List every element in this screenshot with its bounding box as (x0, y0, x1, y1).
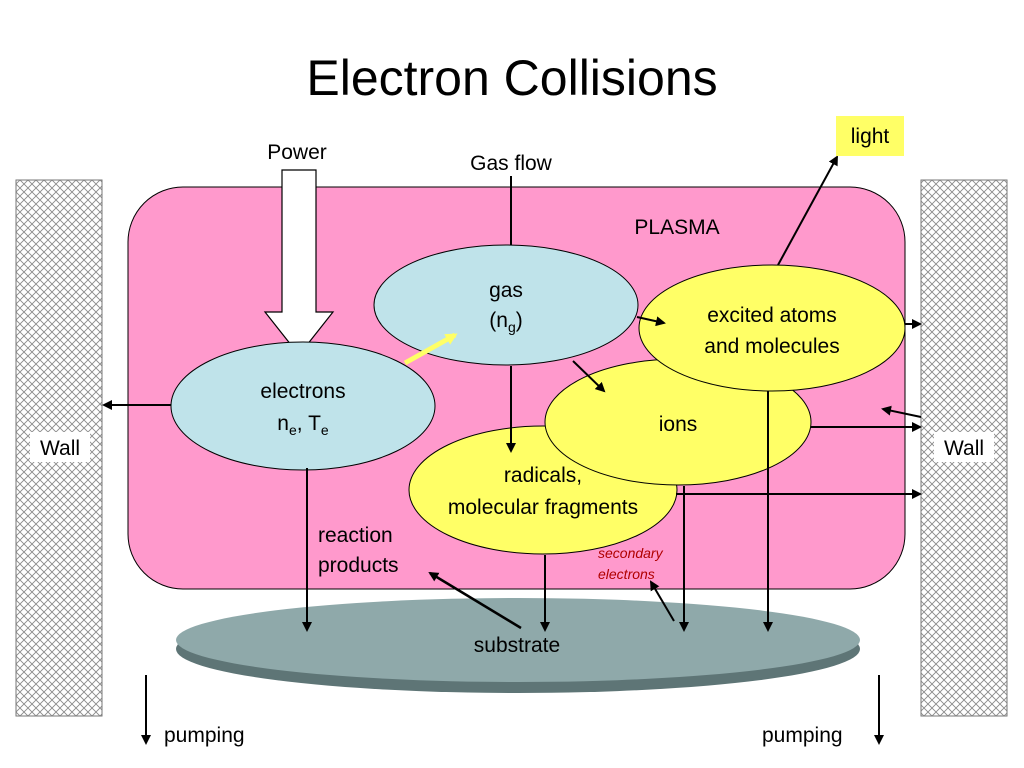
excitation-arrow (403, 332, 458, 366)
reaction-products-label-2: products (318, 554, 399, 577)
pumping-right-label: pumping (762, 724, 843, 747)
wall-left-label: Wall (40, 437, 80, 460)
electrons-label-1: electrons (260, 380, 345, 403)
secondary-electrons-label-1: secondary (598, 545, 664, 561)
light-arrow (777, 155, 838, 266)
wall-left-label-bg (30, 432, 90, 462)
wall-right-label-bg (934, 432, 994, 462)
electrons-label-2: ne, Te (277, 412, 329, 438)
excited-label-1: excited atoms (707, 304, 837, 327)
gas-label-1: gas (489, 279, 523, 302)
wall-right-label: Wall (944, 437, 984, 460)
excited-node (638, 264, 906, 392)
radicals-label-1: radicals, (504, 464, 582, 487)
substrate-label: substrate (474, 634, 560, 657)
light-label: light (851, 125, 890, 148)
gas-label-2: (ng) (489, 309, 522, 335)
excited-label-2: and molecules (704, 335, 839, 358)
pumping-left-label: pumping (164, 724, 245, 747)
wall-to-plasma-arrow (881, 405, 922, 418)
electrons-node (170, 341, 436, 471)
gas-to-ions-arrow (572, 360, 606, 393)
plasma-label: PLASMA (634, 216, 719, 239)
radicals-label-2: molecular fragments (448, 496, 638, 519)
gas-flow-label: Gas flow (470, 152, 553, 175)
secondary-electrons-arrow (649, 580, 675, 622)
page-title: Electron Collisions (306, 50, 717, 106)
substrate (176, 598, 860, 682)
light-box (836, 116, 904, 156)
gas-to-excited-arrow (636, 316, 666, 327)
ions-label: ions (659, 413, 698, 436)
power-arrow (263, 169, 335, 356)
gas-node (373, 244, 639, 366)
reaction-products-label-1: reaction (318, 524, 393, 547)
secondary-electrons-label-2: electrons (598, 566, 655, 582)
substrate-to-products-arrow (428, 571, 522, 630)
power-label: Power (267, 141, 327, 164)
